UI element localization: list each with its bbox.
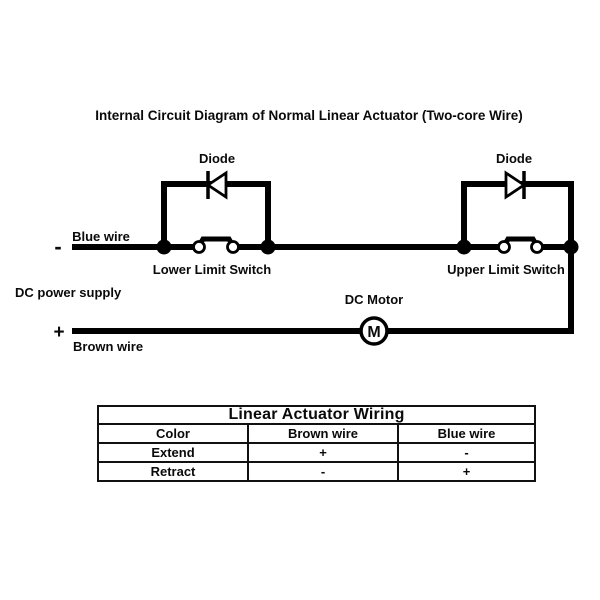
col-header-color: Color <box>97 423 249 444</box>
dc-power-supply-label: DC power supply <box>15 285 122 300</box>
extend-blue-polarity: - <box>397 442 536 463</box>
table-header-row: Color Brown wire Blue wire <box>97 423 536 444</box>
upper-limit-switch-icon <box>497 236 544 254</box>
table-title-row: Linear Actuator Wiring <box>97 405 536 425</box>
right-diode-icon <box>504 170 527 200</box>
table-row-retract: Retract - + <box>97 461 536 482</box>
table-title: Linear Actuator Wiring <box>97 405 536 425</box>
blue-wire-label: Blue wire <box>72 229 130 244</box>
upper-limit-switch-label: Upper Limit Switch <box>447 262 565 277</box>
col-header-blue-wire: Blue wire <box>397 423 536 444</box>
extend-brown-polarity: + <box>247 442 399 463</box>
col-header-brown-wire: Brown wire <box>247 423 399 444</box>
table-row-extend: Extend + - <box>97 442 536 463</box>
retract-brown-polarity: - <box>247 461 399 482</box>
brown-wire-label: Brown wire <box>73 339 143 354</box>
wiring-table: Linear Actuator Wiring Color Brown wire … <box>97 405 536 482</box>
dc-motor-icon: M <box>359 316 389 346</box>
left-diode-label: Diode <box>199 151 235 166</box>
diagram-title: Internal Circuit Diagram of Normal Linea… <box>95 108 522 123</box>
junction-dots <box>156 239 579 255</box>
motor-symbol: M <box>367 324 380 341</box>
lower-limit-switch-icon <box>192 236 240 254</box>
right-diode-loop: Diode <box>461 151 574 247</box>
right-diode-label: Diode <box>496 151 532 166</box>
plus-terminal: + <box>53 322 64 343</box>
row-label-retract: Retract <box>97 461 249 482</box>
left-diode-loop: Diode <box>161 151 271 247</box>
brown-wire-line <box>72 247 574 334</box>
lower-limit-switch-label: Lower Limit Switch <box>153 262 272 277</box>
minus-terminal: - <box>54 234 61 259</box>
retract-blue-polarity: + <box>397 461 536 482</box>
row-label-extend: Extend <box>97 442 249 463</box>
dc-motor-label: DC Motor <box>345 292 404 307</box>
left-diode-icon <box>205 170 228 200</box>
